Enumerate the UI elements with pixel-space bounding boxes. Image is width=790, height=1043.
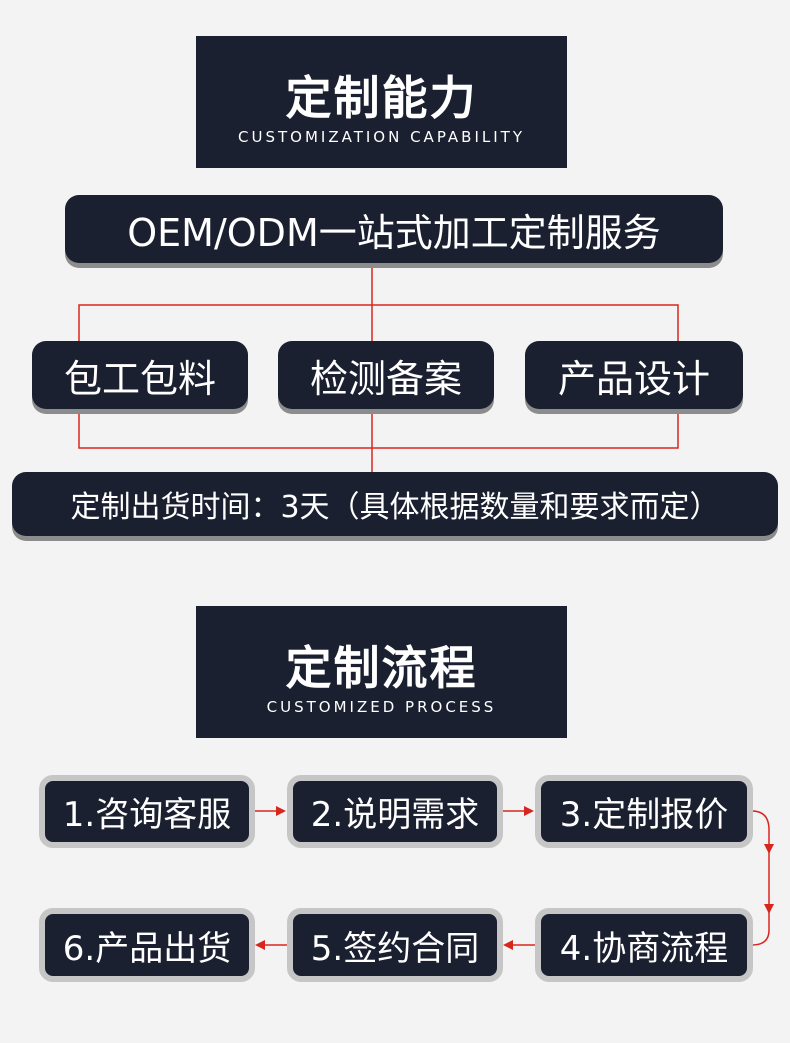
option-pill-1: 包工包料: [32, 341, 248, 409]
capability-title-block: 定制能力 CUSTOMIZATION CAPABILITY: [196, 36, 567, 168]
delivery-pill: 定制出货时间：3天（具体根据数量和要求而定）: [12, 472, 778, 536]
step-label: 5.签约合同: [310, 928, 480, 969]
capability-subtitle: CUSTOMIZATION CAPABILITY: [238, 128, 525, 146]
arrow-3-down-a: [751, 810, 774, 854]
option-label: 检测备案: [309, 356, 462, 401]
step-3: 3.定制报价: [535, 775, 753, 848]
option-pill-2: 检测备案: [278, 341, 494, 409]
process-title-block: 定制流程 CUSTOMIZED PROCESS: [196, 606, 567, 738]
step-5: 5.签约合同: [287, 908, 503, 982]
process-title: 定制流程: [285, 641, 478, 695]
delivery-label: 定制出货时间：3天（具体根据数量和要求而定）: [70, 490, 720, 525]
process-subtitle: CUSTOMIZED PROCESS: [266, 698, 497, 716]
option-label: 产品设计: [557, 356, 710, 401]
step-label: 1.咨询客服: [62, 795, 232, 835]
option-label: 包工包料: [63, 356, 216, 401]
step-label: 3.定制报价: [559, 795, 729, 835]
arrow-down-to-4: [751, 912, 770, 946]
option-pill-3: 产品设计: [525, 341, 743, 409]
step-label: 2.说明需求: [310, 795, 480, 835]
service-pill: OEM/ODM一站式加工定制服务: [65, 195, 723, 263]
step-label: 6.产品出货: [62, 928, 232, 969]
step-6: 6.产品出货: [39, 908, 255, 982]
capability-title: 定制能力: [285, 71, 478, 125]
step-1: 1.咨询客服: [39, 775, 255, 848]
step-2: 2.说明需求: [287, 775, 503, 848]
service-label: OEM/ODM一站式加工定制服务: [127, 210, 661, 255]
step-label: 4.协商流程: [559, 928, 729, 969]
step-4: 4.协商流程: [535, 908, 753, 982]
